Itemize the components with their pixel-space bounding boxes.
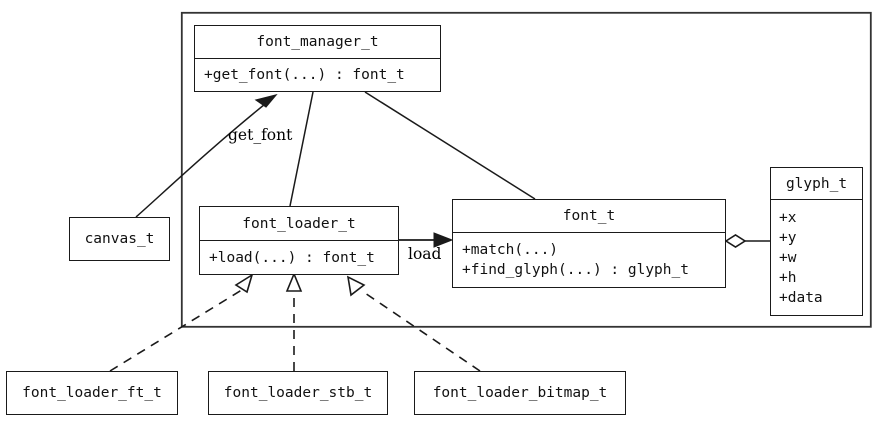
association-manager-font	[364, 91, 536, 200]
realization-ft-line	[109, 287, 246, 372]
member-row: +find_glyph(...) : glyph_t	[462, 261, 689, 278]
realization-ft-triangle-icon	[234, 273, 254, 294]
class-box-glyph-t[interactable]: glyph_t +x +y +w +h +data	[770, 167, 863, 316]
edge-label-load: load	[408, 245, 442, 263]
class-box-font-t[interactable]: font_t +match(...) +find_glyph(...) : gl…	[452, 199, 726, 288]
realization-stb-triangle-icon	[285, 271, 303, 292]
class-name-font-t: font_t	[453, 200, 725, 233]
member-row: +data	[779, 289, 823, 306]
member-row: +x	[779, 209, 797, 226]
class-name-font-loader-bitmap-t: font_loader_bitmap_t	[432, 385, 608, 401]
class-name-font-loader-ft-t: font_loader_ft_t	[22, 385, 162, 401]
edge-label-get-font: get_font	[228, 126, 293, 144]
arrowhead-canvas-manager-icon	[254, 93, 278, 108]
class-name-glyph-t: glyph_t	[771, 168, 862, 200]
class-box-font-loader-ft-t[interactable]: font_loader_ft_t	[6, 371, 178, 415]
class-name-font-loader-t: font_loader_t	[200, 207, 398, 241]
class-box-font-loader-bitmap-t[interactable]: font_loader_bitmap_t	[414, 371, 626, 415]
realization-bitmap-line	[361, 290, 481, 372]
arrowhead-loader-font-icon	[433, 232, 454, 248]
aggregation-diamond-icon	[724, 234, 747, 248]
member-row: +get_font(...) : font_t	[204, 67, 405, 83]
class-members-font-manager-t: +get_font(...) : font_t	[195, 59, 440, 91]
dependency-canvas-manager	[135, 99, 271, 218]
realization-bitmap-triangle-icon	[346, 275, 366, 297]
member-row: +h	[779, 269, 797, 286]
member-row: +load(...) : font_t	[209, 249, 375, 266]
class-box-font-loader-t[interactable]: font_loader_t +load(...) : font_t	[199, 206, 399, 275]
class-name-font-manager-t: font_manager_t	[195, 26, 440, 59]
class-box-canvas-t[interactable]: canvas_t	[69, 217, 170, 261]
class-box-font-loader-stb-t[interactable]: font_loader_stb_t	[208, 371, 388, 415]
class-name-canvas-t: canvas_t	[84, 231, 155, 247]
member-row: +y	[779, 229, 797, 246]
association-manager-loader	[289, 91, 314, 207]
class-box-font-manager-t[interactable]: font_manager_t +get_font(...) : font_t	[194, 25, 441, 92]
member-row: +match(...)	[462, 241, 559, 258]
class-members-font-t: +match(...) +find_glyph(...) : glyph_t	[453, 233, 725, 287]
class-name-font-loader-stb-t: font_loader_stb_t	[223, 385, 373, 401]
class-members-glyph-t: +x +y +w +h +data	[771, 200, 862, 315]
package-boundary-rect	[180, 11, 872, 328]
member-row: +w	[779, 249, 797, 266]
class-members-font-loader-t: +load(...) : font_t	[200, 241, 398, 274]
